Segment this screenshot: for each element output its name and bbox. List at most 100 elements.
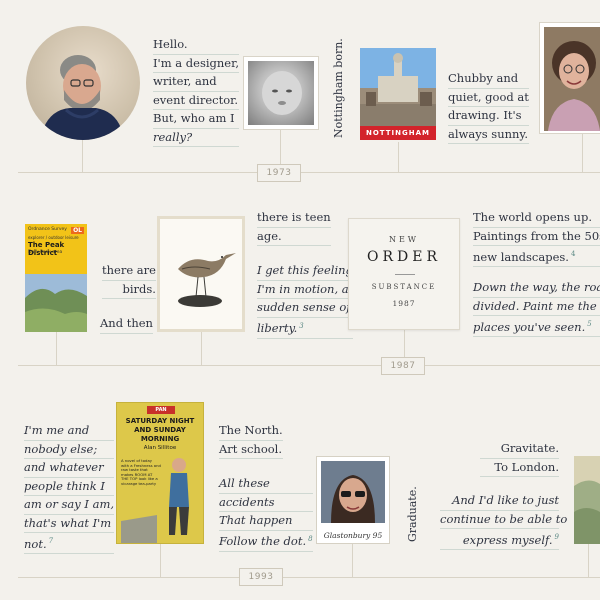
footnote-link[interactable]: 9 [554,533,559,541]
me-line: am or say I am, [24,496,115,515]
man-illustration [121,458,189,543]
timeline-stem [56,332,57,365]
timeline-stem [404,330,405,365]
timeline-rail-1973 [18,172,600,173]
timeline-stem [160,544,161,577]
accidents-line: accidents [219,494,313,512]
footnote-link[interactable]: 3 [299,321,304,330]
feeling-text: I get this feeling I'm in motion, a sudd… [257,262,353,339]
year-marker-1993[interactable]: 1993 [239,568,283,586]
footnote-link[interactable]: 4 [570,250,576,258]
timeline-rail-1987 [18,365,600,366]
graduate-label: Graduate. [406,486,419,542]
map-title: The Peak District [28,241,65,257]
world-line: Paintings from the 50s; [473,228,600,246]
nottingham-photo[interactable]: NOTTINGHAM [360,48,436,140]
book-title-1: SATURDAY NIGHT [125,417,195,425]
world-line: new landscapes.4 [473,246,600,268]
record-divider [395,274,415,275]
accidents-last: Follow the dot. [219,534,307,549]
me-line: that's what I'm [24,515,115,533]
record-line-1: NEW [388,235,420,244]
footnote-link[interactable]: 5 [587,320,592,328]
footnote-link[interactable]: 7 [48,537,54,545]
me-line: not.7 [24,533,115,555]
timeline-stem [588,544,589,577]
north-text: The North. Art school. [219,422,283,459]
feeling-line: I get this feeling [257,262,353,281]
portrait-photo[interactable] [26,26,140,140]
book-blurb: A novel of today with a Freshness and ra… [121,458,161,486]
year-marker-1973[interactable]: 1973 [257,164,301,182]
landscape-painting[interactable] [574,456,600,544]
record-line-4: 1987 [392,299,416,308]
family-photo[interactable] [539,22,600,134]
intro-text: Hello. I'm a designer, writer, and event… [153,36,239,147]
chubby-line: always sunny. [448,126,529,144]
me-last: not. [24,536,47,551]
born-label: Nottingham born. [332,38,345,138]
teen-line: there is teen [257,209,331,228]
map-area: Dark Peak area [28,250,63,255]
timeline-stem [201,332,202,365]
peak-district-map[interactable]: Ordnance Survey OL explorer / outdoor le… [25,224,87,332]
down-line: Down the way, the road's [473,279,600,298]
timeline-stem [582,134,583,172]
like-line: express myself.9 [440,529,559,551]
accidents-text: All these accidents That happen Follow t… [219,475,313,552]
baby-face-illustration [262,71,302,115]
and-then-text: And then [100,315,153,334]
gravitate-text: Gravitate. To London. [480,440,559,477]
me-line: and whatever [24,459,115,478]
world-last: new landscapes. [473,249,569,264]
polaroid-caption: Glastonbury 95 [323,531,383,540]
me-line: people think I [24,478,115,496]
gravitate-line: To London. [480,459,559,477]
record-line-2: ORDER [366,249,441,265]
and-then-line: And then [100,315,153,334]
accidents-line: All these [219,475,313,494]
north-line: Art school. [219,441,283,459]
timeline-stem [82,138,83,172]
birds-line: birds. [102,281,156,299]
gravitate-line: Gravitate. [480,440,559,459]
world-text: The world opens up. Paintings from the 5… [473,209,600,268]
baby-photo[interactable] [243,56,319,130]
saturday-night-book-cover[interactable]: PAN SATURDAY NIGHT AND SUNDAY MORNING Al… [116,402,204,544]
woman-illustration [544,27,600,131]
substance-record-sleeve[interactable]: NEW ORDER SUBSTANCE 1987 [348,218,460,330]
book-publisher: PAN [147,406,175,414]
intro-line: event director. [153,92,239,110]
map-code: OL [71,227,84,234]
feeling-last: liberty. [257,321,298,336]
down-last: places you've seen. [473,319,586,334]
glastonbury-polaroid[interactable]: Glastonbury 95 [316,456,390,544]
woman-sunglasses-illustration [321,461,385,523]
intro-line: But, who am I [153,110,239,129]
me-line: nobody else; [24,441,115,459]
year-marker-1987[interactable]: 1987 [381,357,425,375]
map-sub: explorer / outdoor leisure [28,235,79,240]
down-text: Down the way, the road's divided. Paint … [473,279,600,338]
book-title-3: MORNING [140,435,180,443]
intro-line: really? [153,129,239,147]
accidents-line: Follow the dot.8 [219,531,313,552]
like-line: And I'd like to just [440,492,559,511]
chubby-line: quiet, good at [448,89,529,107]
intro-line: I'm a designer, [153,55,239,73]
feeling-line: I'm in motion, a [257,281,353,299]
intro-line: Hello. [153,36,239,55]
book-author: Alan Sillitoe [143,445,177,451]
teen-text: there is teen age. [257,209,331,246]
like-line: continue to be able to [440,511,567,529]
footnote-link[interactable]: 8 [308,534,313,543]
like-last: express myself. [462,532,553,547]
landscape-illustration [25,274,87,332]
record-line-3: SUBSTANCE [371,283,437,291]
book-title-2: AND SUNDAY [134,426,186,434]
birds-line: there are [102,262,156,281]
accidents-line: That happen [219,512,313,531]
bird-print[interactable] [157,216,245,332]
painting-illustration [574,456,600,544]
nottingham-label: NOTTINGHAM [360,126,436,140]
